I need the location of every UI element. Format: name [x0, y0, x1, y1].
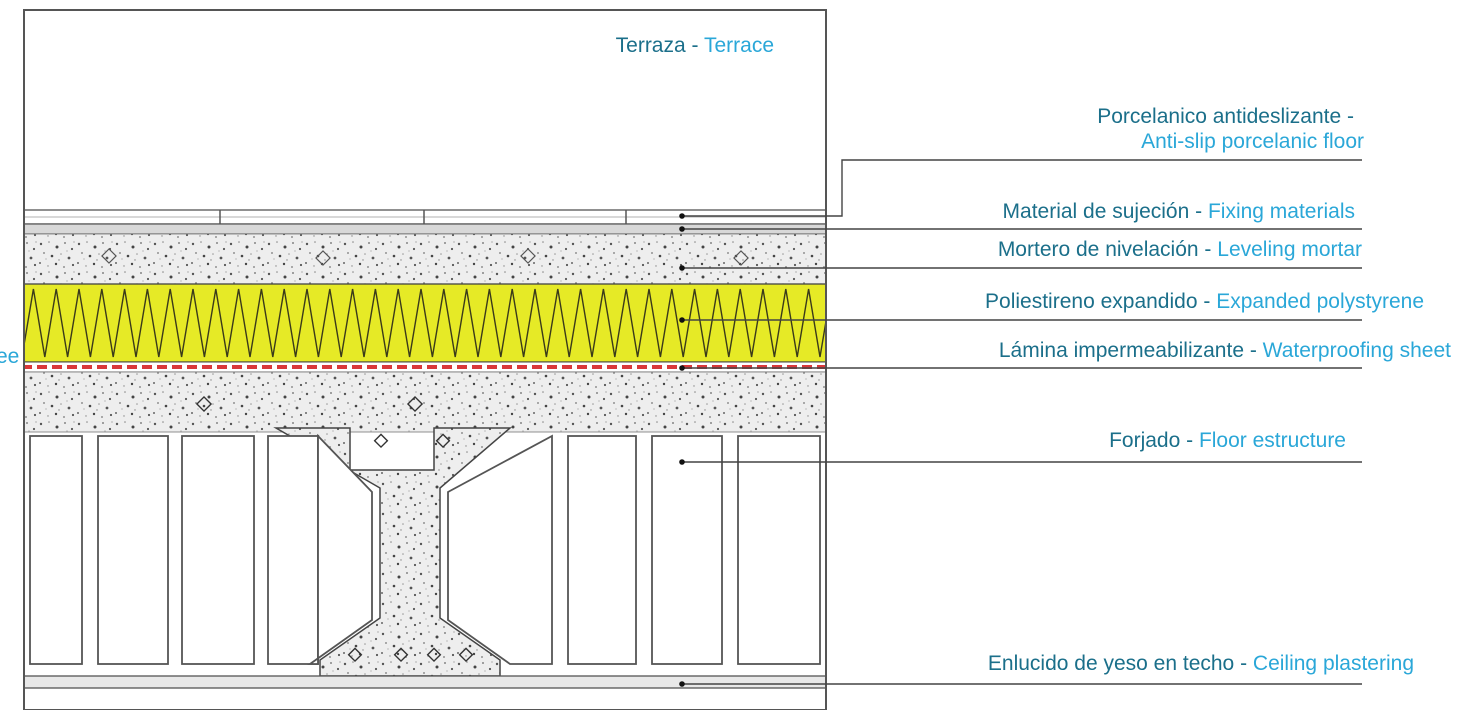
label-ceiling: Enlucido de yeso en techo - Ceiling plas…	[988, 652, 1414, 675]
section-frame	[23, 9, 827, 710]
insulation-zigzag	[24, 288, 826, 358]
terrace-title: Terraza - Terrace	[616, 34, 774, 57]
block-taper-right	[447, 434, 553, 665]
leader-dots	[679, 213, 685, 687]
label-polystyrene: Poliestireno expandido - Expanded polyst…	[985, 290, 1424, 313]
slab-layer	[24, 371, 826, 433]
block-taper-left	[307, 433, 373, 665]
label-fixing: Material de sujeción - Fixing materials	[1003, 200, 1355, 223]
label-forjado: Forjado - Floor estructure	[1109, 429, 1346, 452]
label-porcelain-es: Porcelanico antideslizante -	[1097, 105, 1354, 128]
beam-aggregate-marks	[195, 395, 474, 663]
leader-lines	[682, 159, 1362, 685]
left-cut-fragment: ee	[0, 345, 19, 368]
label-sheet: Lámina impermeabilizante - Waterproofing…	[999, 339, 1451, 362]
label-mortar: Mortero de nivelación - Leveling mortar	[998, 238, 1362, 261]
ceiling-plaster-layer	[24, 675, 826, 689]
mortar-layer	[24, 233, 826, 285]
beam	[273, 427, 513, 677]
label-porcelain-en: Anti-slip porcelanic floor	[1141, 130, 1364, 153]
hollow-blocks	[29, 435, 821, 665]
mortar-aggregate-marks	[101, 248, 749, 266]
leader-porcelain	[682, 159, 1362, 217]
tile-layer	[24, 209, 826, 225]
